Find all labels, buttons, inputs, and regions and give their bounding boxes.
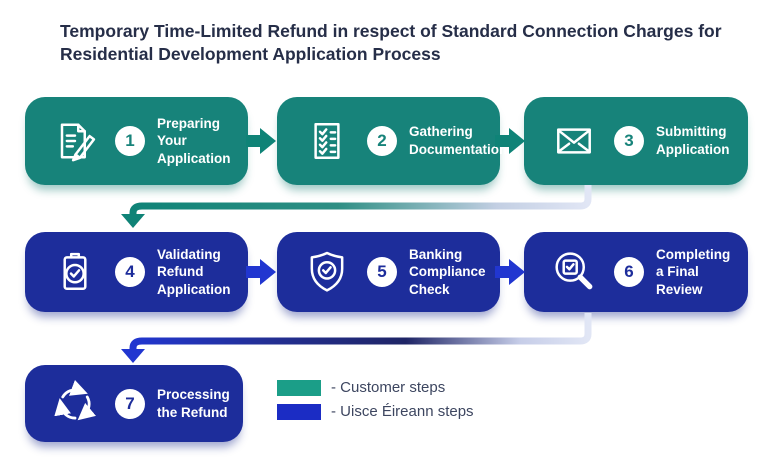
step-number: 3	[624, 131, 634, 150]
diagram-title: Temporary Time-Limited Refund in respect…	[60, 21, 722, 65]
arrow-right-icon	[495, 128, 525, 154]
step-box-7: 7 Processing the Refund	[25, 365, 243, 442]
step-box-1: 1 Preparing Your Application	[25, 97, 248, 185]
step-number: 5	[377, 262, 387, 281]
step-box-4: 4 Validating Refund Application	[25, 232, 248, 312]
checklist-icon	[314, 122, 340, 160]
step-label: Banking Compliance Check	[409, 246, 486, 297]
legend-label: - Uisce Éireann steps	[331, 403, 474, 420]
connector-row1-to-row2	[121, 185, 592, 228]
legend-label: - Customer steps	[331, 379, 446, 396]
legend: - Customer steps - Uisce Éireann steps	[277, 379, 474, 427]
step-label: Processing the Refund	[157, 386, 230, 420]
magnifier-check-icon	[555, 252, 593, 290]
step-number-badge: 2	[367, 126, 397, 156]
step-box-5: 5 Banking Compliance Check	[277, 232, 500, 312]
step-number-badge: 7	[115, 388, 145, 419]
arrow-right-icon	[246, 259, 276, 285]
circular-arrows-icon	[54, 379, 97, 420]
arrow-down-icon	[121, 214, 145, 228]
step-box-3: 3 Submitting Application	[524, 97, 748, 185]
step-number: 6	[624, 262, 634, 281]
uisce-eireann-color-swatch	[277, 403, 321, 420]
step-number: 2	[377, 131, 387, 150]
connector-row2-to-row3	[121, 313, 592, 363]
step-box-2: 2 Gathering Documentation	[277, 97, 507, 185]
step-label: Submitting Application	[656, 124, 730, 157]
step-number-badge: 1	[115, 126, 145, 156]
legend-item-customer: - Customer steps	[277, 379, 474, 396]
step-number-badge: 3	[614, 126, 644, 156]
arrow-down-icon	[121, 349, 145, 363]
shield-check-icon	[310, 251, 344, 292]
step-number: 4	[125, 262, 135, 281]
step-label: Completing a Final Review	[656, 246, 731, 297]
step-label: Gathering Documentation	[409, 124, 508, 157]
arrow-right-icon	[495, 259, 525, 285]
arrow-right-icon	[246, 128, 276, 154]
step-label: Preparing Your Application	[157, 115, 231, 166]
step-label: Validating Refund Application	[157, 246, 231, 297]
clipboard-check-icon	[63, 252, 87, 291]
step-box-6: 6 Completing a Final Review	[524, 232, 748, 312]
customer-color-swatch	[277, 379, 321, 396]
step-number: 1	[125, 131, 135, 150]
step-number-badge: 6	[614, 257, 644, 287]
envelope-icon	[557, 128, 591, 154]
step-number-badge: 4	[115, 257, 145, 287]
legend-item-uisce-eireann: - Uisce Éireann steps	[277, 403, 474, 420]
step-number: 7	[125, 393, 135, 413]
step-number-badge: 5	[367, 257, 397, 287]
document-pencil-icon	[60, 123, 96, 162]
